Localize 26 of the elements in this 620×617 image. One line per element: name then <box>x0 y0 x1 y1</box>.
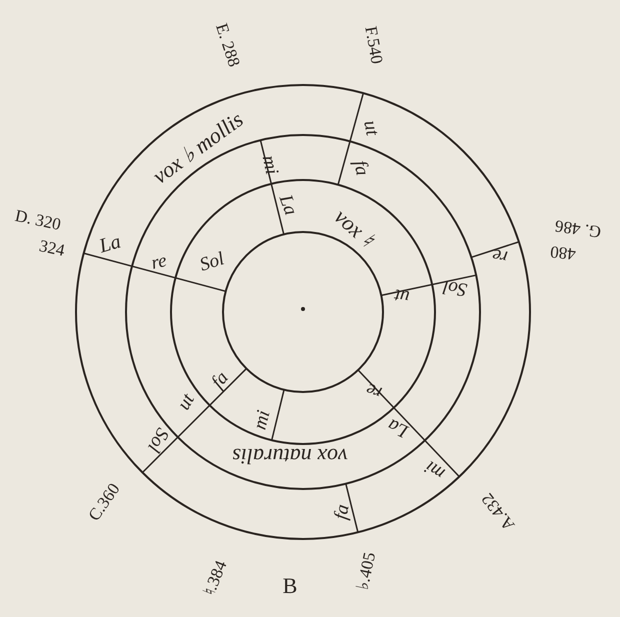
syllable-label: La <box>97 231 123 257</box>
syllable-label: ut <box>174 390 198 414</box>
frequency-label: 324 <box>38 237 66 259</box>
syllable-label: ut <box>360 118 382 138</box>
frequency-label: E. 288 <box>213 21 243 69</box>
frequency-label: ♭.405 <box>354 550 378 592</box>
frequency-label: G. 486 <box>554 217 602 241</box>
syllable-label: La <box>276 192 300 218</box>
syllable-label: Sol <box>442 276 468 300</box>
syllable-label: re <box>150 251 168 273</box>
frequency-label: F.540 <box>362 24 386 66</box>
ring-label: vox naturalis <box>232 445 348 467</box>
syllable-label: mi <box>250 408 274 432</box>
ring-label: vox ♮ <box>330 205 378 251</box>
syllable-label: mi <box>422 456 448 484</box>
syllable-label: fa <box>331 503 353 521</box>
syllable-label: re <box>490 245 510 267</box>
syllable-label: Sol <box>198 249 226 275</box>
syllable-label: fa <box>208 368 232 392</box>
syllable-label: fa <box>350 158 372 178</box>
frequency-label: 480 <box>549 243 577 263</box>
frequency-label: ♮.384 <box>200 558 230 598</box>
syllable-label: Sol <box>144 424 172 456</box>
key-letter: B <box>282 575 298 597</box>
frequency-label: D. 320 <box>14 206 62 234</box>
syllable-label: La <box>384 415 412 441</box>
